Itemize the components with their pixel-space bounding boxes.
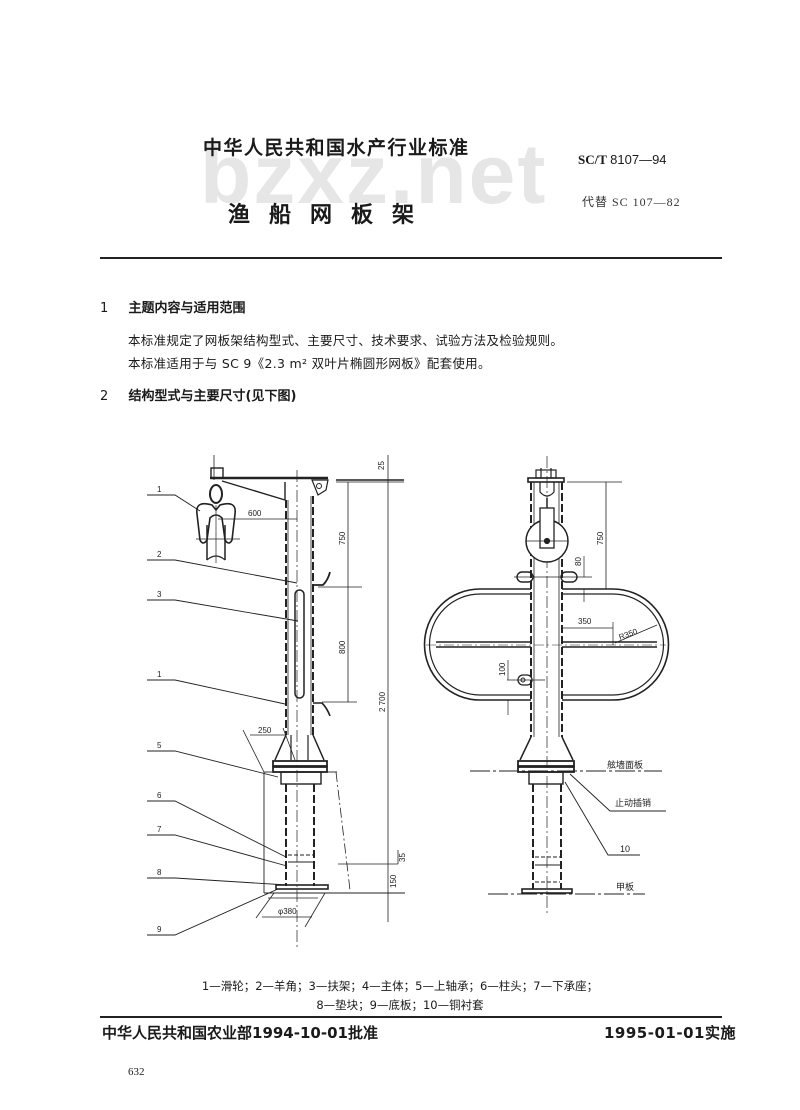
figure-legend-line-1: 1—滑轮；2—羊角；3—扶架；4—主体；5—上轴承；6—柱头；7—下承座； — [201, 979, 599, 993]
issuing-organization: 中华人民共和国水产行业标准 — [203, 137, 470, 159]
svg-text:35: 35 — [398, 853, 407, 862]
section-title: 结构型式与主要尺寸(见下图) — [128, 389, 297, 404]
front-view: 750 80 350 R350 100 舷墙面板 止动插销 10 甲板 — [423, 456, 670, 915]
svg-text:750: 750 — [596, 531, 605, 545]
label-callout-10: 10 — [620, 844, 630, 854]
section-1-paragraph-2: 本标准适用于与 SC 9《2.3 m² 双叶片椭圆形网板》配套使用。 — [128, 356, 491, 371]
svg-text:250: 250 — [258, 726, 272, 735]
watermark: bzxz.net — [200, 127, 548, 221]
callout-7: 7 — [157, 825, 162, 834]
callout-8: 8 — [157, 868, 162, 877]
callout-6: 6 — [157, 791, 162, 800]
svg-text:600: 600 — [248, 509, 262, 518]
implementation-date: 1995-01-01实施 — [604, 1024, 736, 1042]
callout-2: 2 — [157, 550, 162, 559]
callout-3: 3 — [157, 590, 162, 599]
replaces-note: 代替 SC 107—82 — [582, 195, 681, 209]
svg-text:R350: R350 — [618, 627, 640, 642]
side-view: 600 — [147, 455, 407, 950]
svg-text:800: 800 — [338, 640, 347, 654]
dim-base-diameter: φ380 — [278, 907, 297, 916]
label-stop-pin: 止动插销 — [615, 797, 651, 808]
callout-4: 1 — [157, 670, 162, 679]
section-number: 1 — [100, 301, 109, 316]
svg-text:100: 100 — [498, 662, 507, 676]
section-1-paragraph-1: 本标准规定了网板架结构型式、主要尺寸、技术要求、试验方法及检验规则。 — [128, 333, 564, 348]
svg-text:2 700: 2 700 — [378, 691, 387, 712]
standard-code: SC/T 8107—94 — [578, 152, 667, 168]
svg-text:80: 80 — [574, 557, 583, 566]
section-2-heading: 2 结构型式与主要尺寸(见下图) — [100, 385, 296, 404]
svg-text:25: 25 — [377, 461, 386, 470]
label-bulwark: 舷墙面板 — [607, 759, 643, 770]
technical-drawing: 600 — [147, 455, 670, 950]
svg-text:350: 350 — [578, 617, 592, 626]
label-deck: 甲板 — [616, 881, 634, 892]
section-title: 主题内容与适用范围 — [128, 301, 246, 316]
callout-1: 1 — [157, 485, 162, 494]
section-1-heading: 1 主题内容与适用范围 — [100, 297, 246, 316]
callout-5: 5 — [157, 741, 162, 750]
document-title: 渔船网板架 — [228, 203, 434, 228]
page-number: 632 — [128, 1066, 145, 1078]
header-rule — [100, 257, 722, 259]
svg-text:750: 750 — [338, 531, 347, 545]
standard-code-prefix: SC/T — [578, 152, 607, 167]
svg-text:150: 150 — [389, 874, 398, 888]
callout-9: 9 — [157, 925, 162, 934]
section-number: 2 — [100, 389, 109, 404]
standard-code-number: 8107—94 — [610, 152, 667, 167]
footer-rule — [100, 1016, 722, 1018]
figure-legend-line-2: 8—垫块；9—底板；10—铜衬套 — [316, 998, 484, 1012]
approval-date: 中华人民共和国农业部1994-10-01批准 — [102, 1024, 378, 1042]
